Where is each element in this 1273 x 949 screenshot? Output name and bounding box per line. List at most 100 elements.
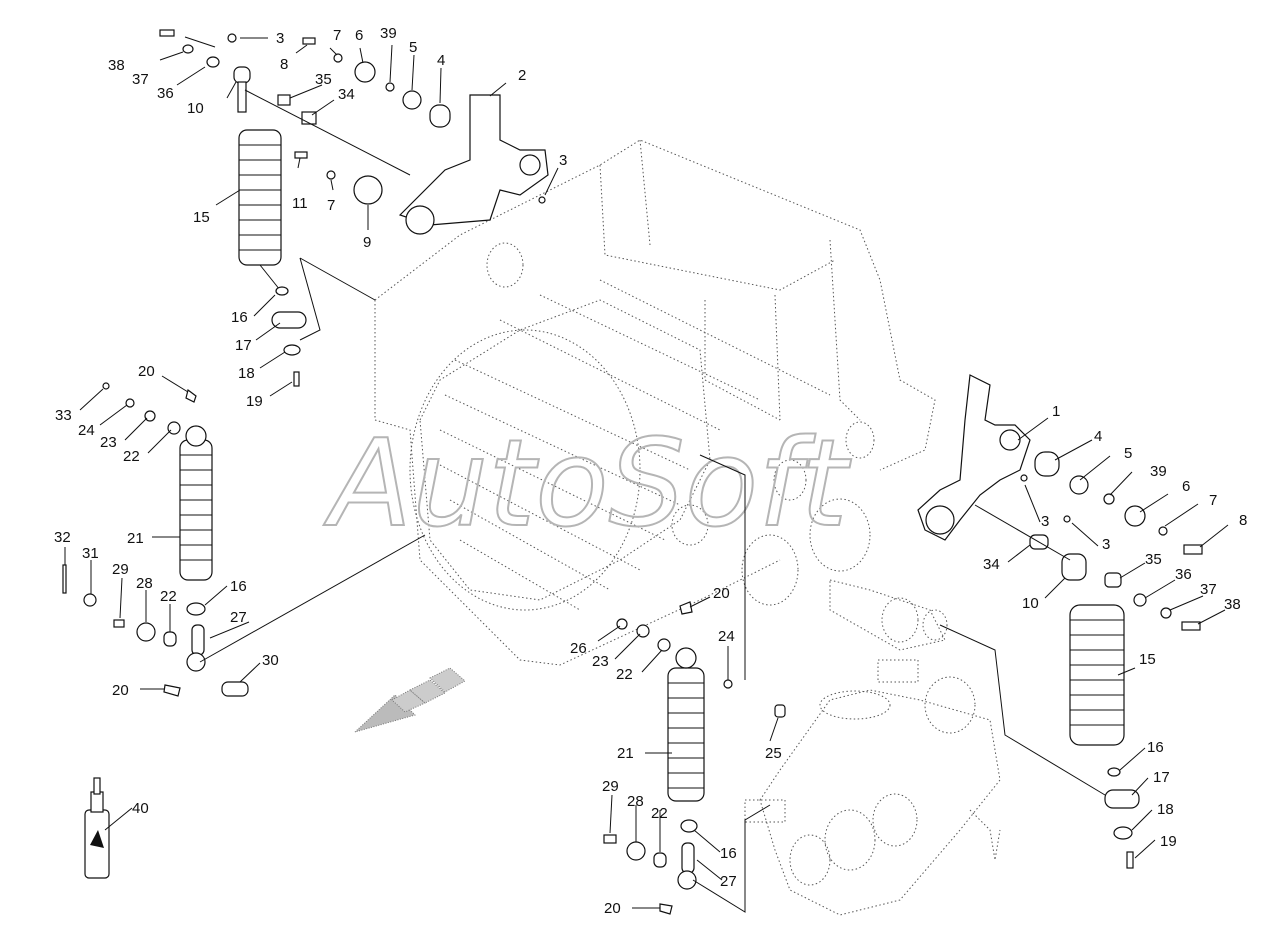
washer-18a [283,344,301,356]
bearing-9 [353,175,383,205]
spring-21a [179,425,213,581]
callout-18: 18 [1157,801,1174,818]
callout-30: 30 [262,652,279,669]
callout-22: 22 [616,666,633,683]
callout-16: 16 [230,578,247,595]
callout-4: 4 [437,52,445,69]
clamp-17b [1104,789,1140,809]
bearing-4b [1034,451,1060,477]
callout-4: 4 [1094,428,1102,445]
eyebolt-27a [191,624,205,656]
lever-arm-2-hub [405,205,435,235]
callout-7: 7 [1209,492,1217,509]
callout-17: 17 [235,337,252,354]
callout-29: 29 [602,778,619,795]
ring-5a [402,90,422,110]
callout-16: 16 [1147,739,1164,756]
callout-32: 32 [54,529,71,546]
ring-23a [144,410,156,422]
baler-frame-assembly [374,139,1001,916]
spring-15a [238,129,282,266]
callout-16: 16 [720,845,737,862]
spring-15b [1069,604,1125,746]
bushing-28a [136,622,156,642]
spring-21b [667,647,705,802]
callout-5: 5 [409,39,417,56]
bolt-19b [1126,851,1134,869]
callout-35: 35 [315,71,332,88]
washer-22b [163,631,177,647]
eyebolt-27a-eye [186,652,206,672]
callout-10: 10 [1022,595,1039,612]
eyebolt-27b [681,842,695,874]
eye-joint-10a [233,66,251,84]
callout-22: 22 [160,588,177,605]
lever-arm-2 [398,94,549,226]
callout-31: 31 [82,545,99,562]
callout-8: 8 [280,56,288,73]
callout-21: 21 [617,745,634,762]
bearing-4a [429,104,451,128]
callout-3: 3 [559,152,567,169]
callout-19: 19 [246,393,263,410]
lever-arm-1-hub [925,505,955,535]
bearing-6b [1124,505,1146,527]
washer-37a [182,44,194,54]
callout-3: 3 [1102,536,1110,553]
callout-28: 28 [627,793,644,810]
callout-11: 11 [292,195,308,212]
callout-40: 40 [132,800,149,817]
callout-22: 22 [123,448,140,465]
callout-20: 20 [112,682,129,699]
callout-24: 24 [718,628,735,645]
callout-38: 38 [108,57,125,74]
screw-20a [185,388,197,403]
ring-24b [723,679,733,689]
callout-34: 34 [338,86,355,103]
bushing-28b [626,841,646,861]
callout-20: 20 [138,363,155,380]
callout-20: 20 [713,585,730,602]
callout-16: 16 [231,309,248,326]
callout-leaders [64,37,1229,909]
eyebolt-27b-eye [677,870,697,890]
right-spring-group [917,374,1203,869]
callout-15: 15 [193,209,210,226]
washer-18b [1113,826,1133,840]
grease-tube-40 [84,777,110,879]
left-middle-spring-group [62,382,426,879]
callout-18: 18 [238,365,255,382]
callout-10: 10 [187,100,204,117]
pin-32 [62,564,67,594]
callout-20: 20 [604,900,621,917]
screw-20b [163,684,181,697]
washer-7b [326,170,336,180]
callout-35: 35 [1145,551,1162,568]
callout-37: 37 [132,71,149,88]
lever-arm-1-eye [999,429,1021,451]
callout-23: 23 [100,434,117,451]
bolt-19a [293,371,300,387]
ring-24a [125,398,135,408]
callout-23: 23 [592,653,609,670]
nut-16b [186,602,206,616]
grease-nipple-3b [538,196,546,204]
callout-9: 9 [363,234,371,251]
callout-7: 7 [327,197,335,214]
eye-joint-10b [1061,553,1087,581]
screw-20d [659,903,673,915]
callout-27: 27 [230,609,247,626]
washer-39b [1103,493,1115,505]
bolt-38b [1181,621,1201,631]
callout-37: 37 [1200,581,1217,598]
pin-33 [102,382,110,390]
washer-22c [657,638,671,652]
washer-22d [653,852,667,868]
callout-39: 39 [380,25,397,42]
callout-3: 3 [276,30,284,47]
bolt-38a [159,29,175,37]
callout-24: 24 [78,422,95,439]
callout-19: 19 [1160,833,1177,850]
washer-7a [333,53,343,63]
bearing-6a [354,61,376,83]
